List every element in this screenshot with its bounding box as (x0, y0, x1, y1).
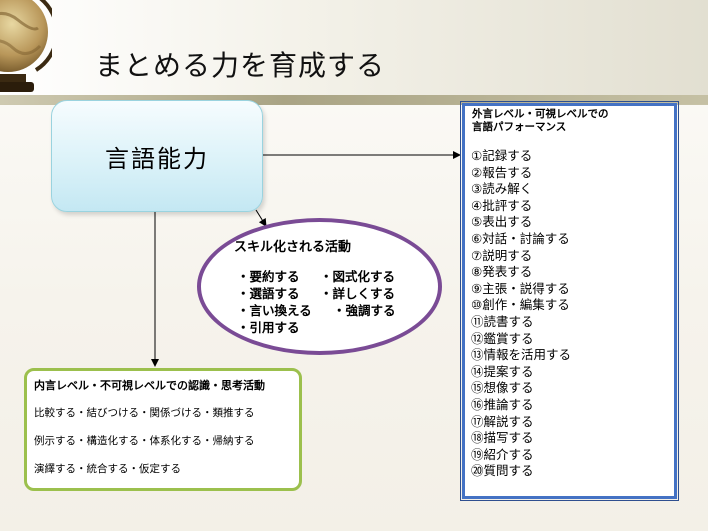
performance-item: ⑬情報を活用する (471, 347, 572, 363)
inner-cognition-line: 比較する・結びつける・関係づける・類推する (34, 407, 255, 419)
skill-activities-title: スキル化される活動 (234, 240, 352, 255)
arrow-to-skills (255, 209, 267, 227)
skill-item: ・選語する (237, 286, 300, 301)
title-divider (0, 95, 708, 105)
skill-activities-ellipse (197, 218, 442, 355)
language-ability-box: 言語能力 (51, 100, 263, 212)
performance-title-line2: 言語パフォーマンス (472, 121, 567, 133)
skill-item: ・言い換える (237, 303, 312, 318)
skill-item: ・要約する (237, 269, 300, 284)
title-band (0, 0, 708, 104)
performance-item: ⑦説明する (471, 247, 533, 263)
performance-box (460, 101, 679, 501)
inner-cognition-line: 例示する・構造化する・体系化する・帰納する (34, 435, 255, 447)
inner-cognition-title: 内言レベル・不可視レベルでの認識・思考活動 (34, 379, 265, 392)
performance-item: ⑮想像する (471, 380, 534, 396)
globe-icon (0, 0, 52, 92)
performance-item: ②報告する (471, 164, 533, 180)
inner-cognition-line: 演繹する・統合する・仮定する (34, 463, 181, 475)
performance-item: ⑭提案する (471, 363, 534, 379)
slide-title: まとめる力を育成する (95, 49, 386, 82)
performance-item: ⑤表出する (471, 214, 533, 230)
performance-item: ①記録する (471, 148, 533, 163)
performance-item: ⑧発表する (471, 264, 533, 280)
performance-item: ⑪読書する (471, 314, 534, 329)
skill-item: ・図式化する (320, 269, 396, 284)
skill-item: ・強調する (333, 303, 396, 318)
inner-cognition-box (24, 368, 302, 491)
performance-title-line1: 外言レベル・可視レベルでの (472, 108, 609, 120)
performance-item: ⑥対話・討論する (471, 231, 570, 246)
performance-item: ⑰解説する (471, 413, 534, 429)
performance-item: ⑲紹介する (471, 446, 534, 462)
performance-item: ⑨主張・説得する (471, 280, 570, 296)
performance-item: ⑳質問する (471, 463, 534, 479)
performance-item: ④批評する (471, 197, 533, 213)
skill-item: ・引用する (237, 320, 300, 335)
performance-item: ⑯推論する (471, 397, 534, 412)
language-ability-label: 言語能力 (105, 144, 209, 173)
performance-item: ⑫鑑賞する (471, 330, 534, 346)
performance-item: ⑱描写する (471, 430, 534, 446)
performance-item: ⑩創作・編集する (471, 297, 570, 313)
performance-item: ③読み解く (471, 181, 533, 197)
skill-item: ・詳しくする (320, 286, 396, 301)
performance-title: 外言レベル・可視レベルでの 言語パフォーマンス (472, 108, 609, 134)
